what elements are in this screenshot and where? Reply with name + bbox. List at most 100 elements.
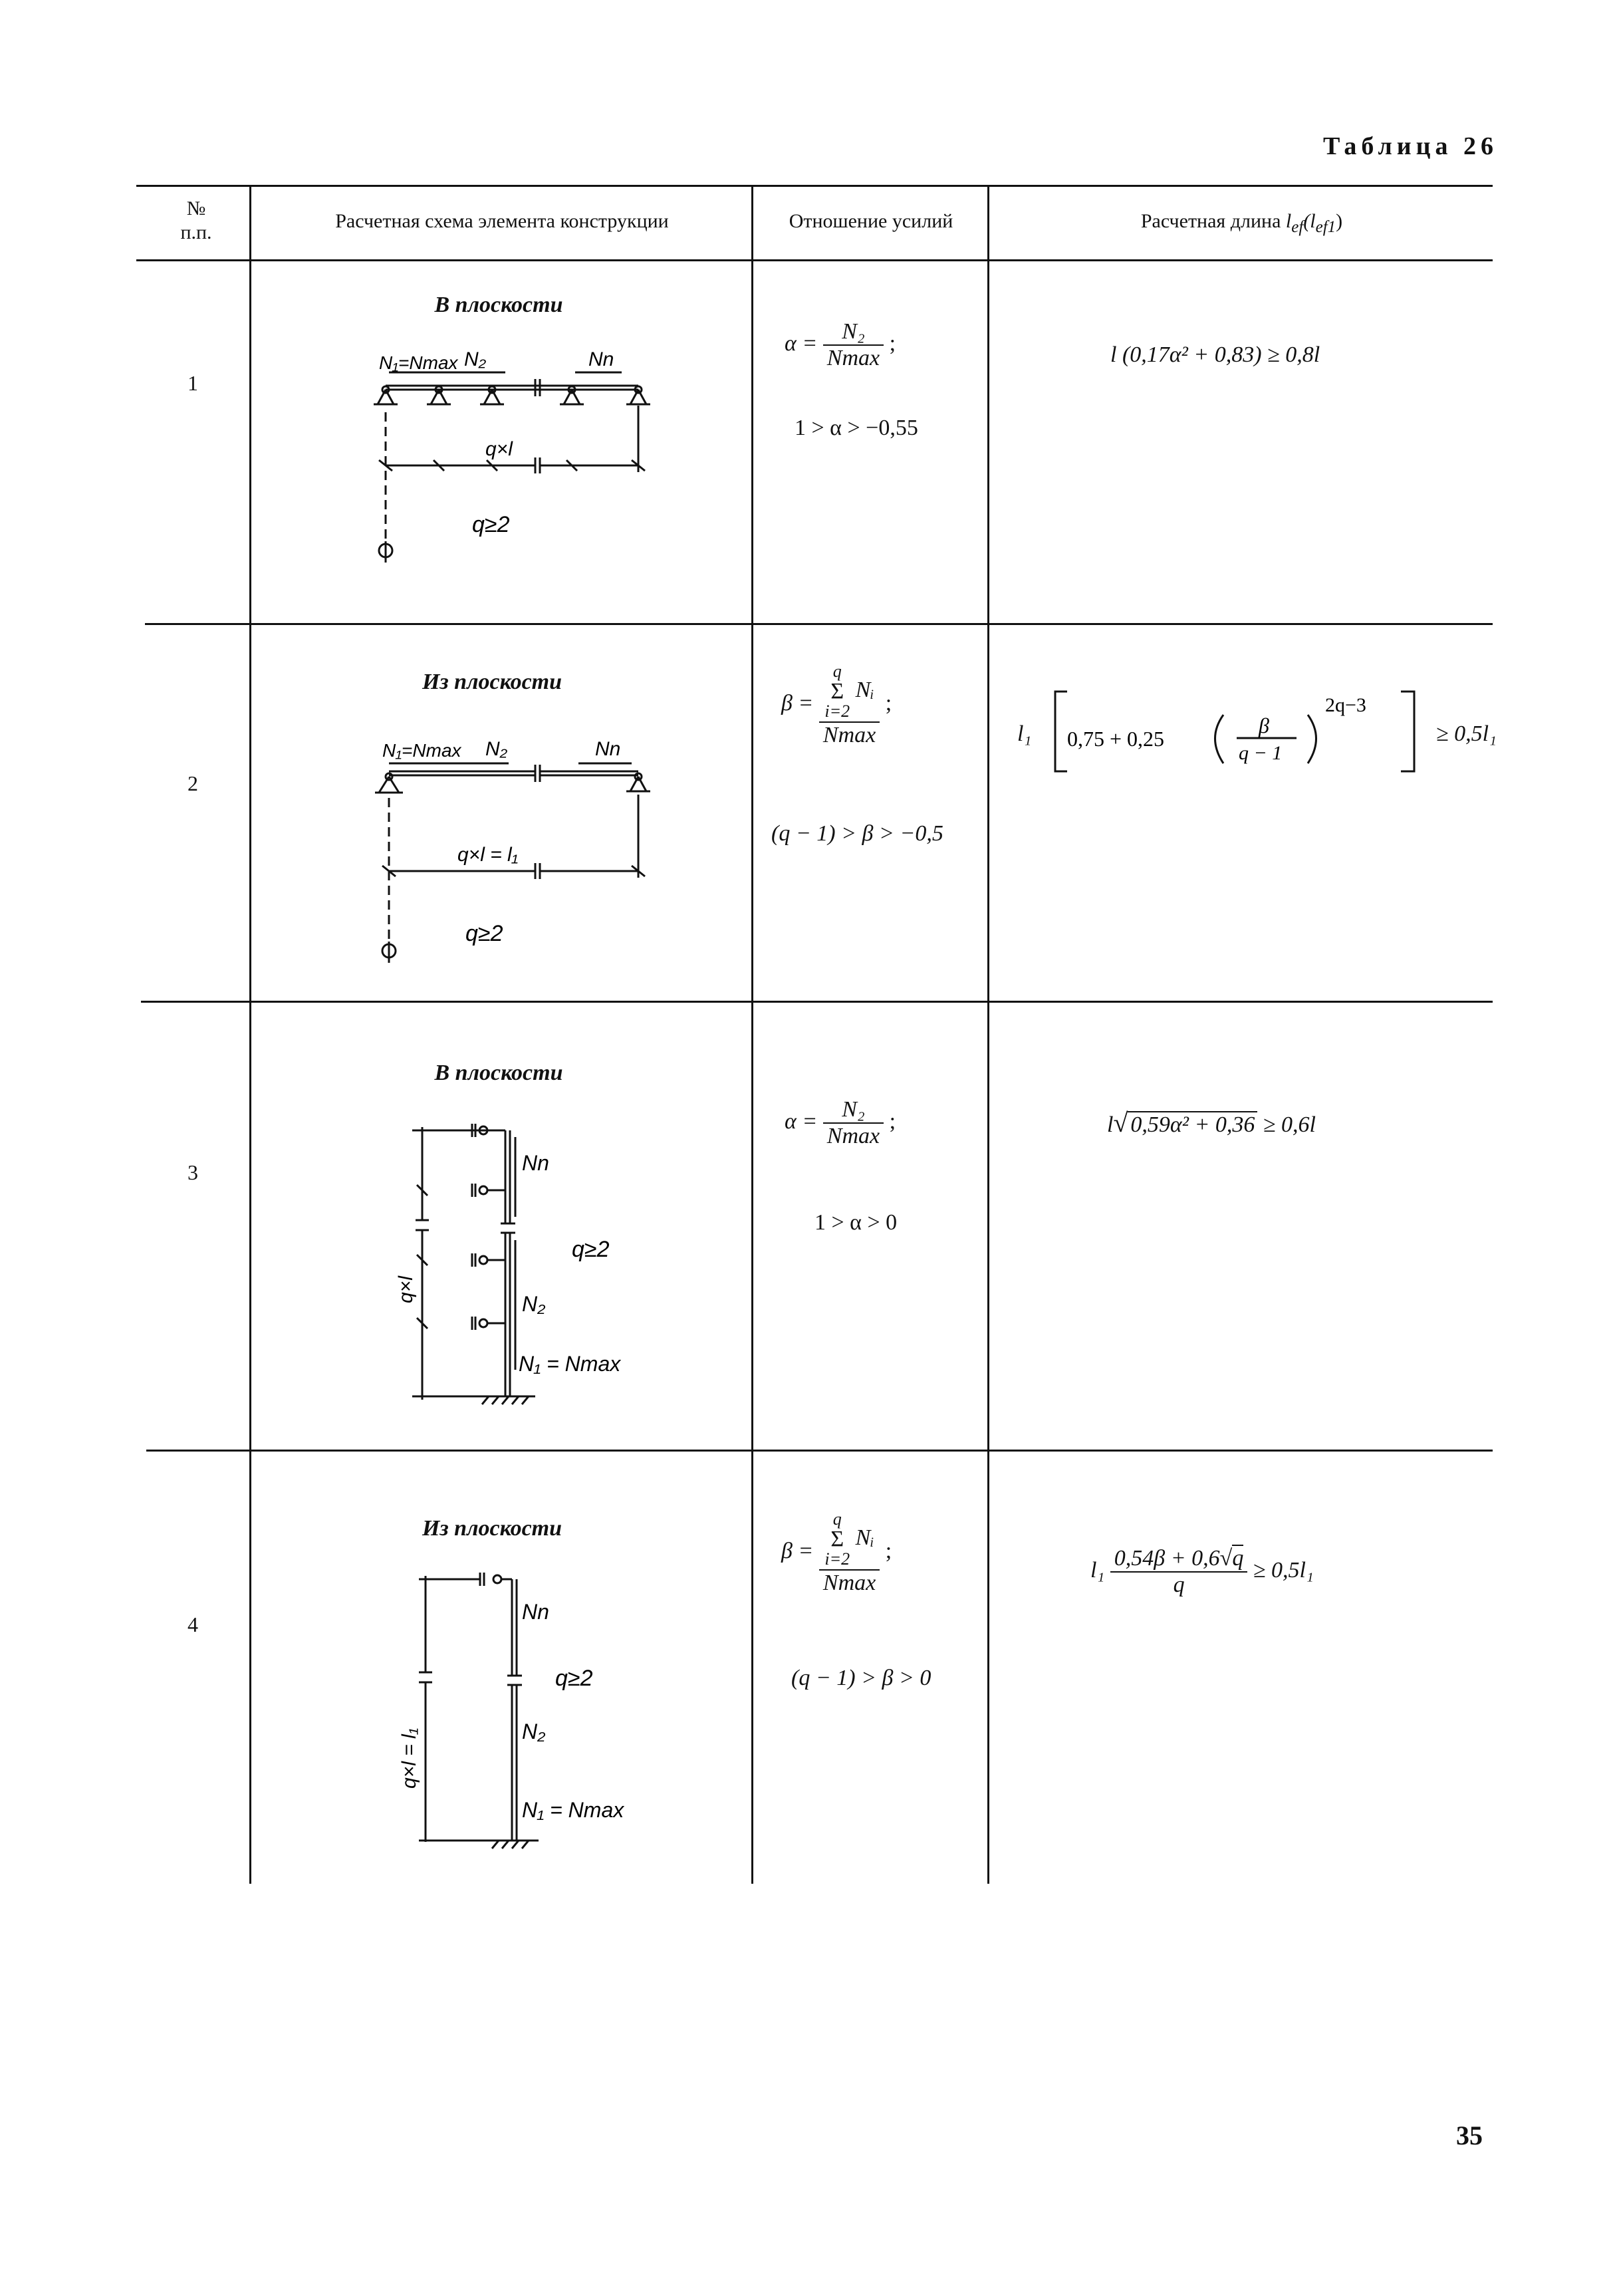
row-4-range: (q − 1) > β > 0 <box>791 1666 931 1690</box>
row-4-label-q2: q≥2 <box>555 1666 593 1691</box>
row-4-caption: Из плоскости <box>422 1516 562 1541</box>
row-3-caption: В плоскости <box>434 1061 563 1085</box>
row-1-length: l (0,17α² + 0,83) ≥ 0,8l <box>1110 342 1320 367</box>
row-4-length-fden: q <box>1173 1573 1185 1597</box>
header-num-sign: № <box>186 197 206 219</box>
row-2-label-nn: Nn <box>595 738 620 760</box>
row-2-ratio-semi: ; <box>885 690 892 715</box>
row-3-range: 1 > α > 0 <box>814 1210 898 1235</box>
row-4-ratio-den: Nmax <box>822 1571 876 1595</box>
row-4-sum-sign: Σ <box>830 1527 844 1551</box>
row-4-number: 4 <box>187 1612 198 1636</box>
row-2-scheme: N₁=Nmax N₂ Nn q×l = l₁ q≥2 <box>375 738 650 963</box>
header-ratio: Отношение усилий <box>789 210 953 232</box>
header-length-sym: l <box>1285 210 1292 232</box>
row-4-sum-top: q <box>832 1509 842 1529</box>
row-2-range: (q − 1) > β > −0,5 <box>771 821 943 846</box>
row-4-ratio-semi: ; <box>885 1538 892 1563</box>
row-3-label-n1: N₁ = Nmax <box>519 1352 621 1376</box>
row-2-length-l: l₁ <box>1017 721 1032 746</box>
row-3-ratio-lhs: α = <box>785 1108 818 1134</box>
row-1-label-nn: Nn <box>588 348 614 370</box>
page-number: 35 <box>1456 2120 1483 2150</box>
row-3-length-radicand: 0,59α² + 0,36 <box>1128 1111 1258 1137</box>
row-4-length: l₁ 0,54β + 0,6√q q ≥ 0,5l₁ <box>1090 1545 1314 1598</box>
row-divider-3 <box>146 1450 1493 1452</box>
row-1-ratio-semi: ; <box>889 330 896 356</box>
row-2-ratio-den: Nmax <box>822 723 876 747</box>
row-2-ratio-num: Nᵢ <box>855 677 874 702</box>
row-3-length-tail: ≥ 0,6l <box>1263 1112 1316 1137</box>
row-3-length: l√0,59α² + 0,36 ≥ 0,6l <box>1107 1107 1316 1138</box>
row-4-sqrt-sign: √ <box>1219 1546 1233 1571</box>
col-divider-2 <box>751 185 753 1884</box>
row-1-label-n1: N₁=Nmax <box>379 352 459 373</box>
row-4-label-ql: q×l = l₁ <box>398 1728 420 1789</box>
row-3-sqrt-sign: √ <box>1113 1108 1128 1138</box>
row-3-scheme: Nn q≥2 N₂ N₁ = Nmax q×l <box>395 1124 621 1405</box>
row-2-label-n2: N₂ <box>485 738 508 760</box>
row-4-length-fnum: 0,54β + 0,6 <box>1114 1546 1220 1571</box>
row-2-sum-sign: Σ <box>830 679 844 703</box>
row-1-label-ql: q×l <box>485 438 513 460</box>
row-1-ratio-num: N₂ <box>822 319 884 346</box>
top-rule <box>136 185 1493 187</box>
header-length-text: Расчетная длина <box>1140 210 1286 232</box>
row-4-label-nn: Nn <box>522 1600 549 1624</box>
row-3-label-q2: q≥2 <box>572 1237 610 1262</box>
row-3-length-l: l <box>1107 1112 1114 1137</box>
row-4-label-n1: N₁ = Nmax <box>522 1798 624 1822</box>
row-2-label-ql: q×l = l₁ <box>457 844 518 866</box>
row-divider-1 <box>145 623 1493 625</box>
row-2-label-q2: q≥2 <box>465 921 503 946</box>
row-1-range: 1 > α > −0,55 <box>795 416 918 440</box>
table-title: Таблица 26 <box>1323 132 1499 160</box>
row-4-label-n2: N₂ <box>522 1720 545 1743</box>
header-num-abbr: п.п. <box>180 221 212 243</box>
row-2-ratio-lhs: β = <box>781 690 814 715</box>
row-1-number: 1 <box>187 371 198 395</box>
row-2-label-n1: N₁=Nmax <box>382 740 462 761</box>
row-3-label-n2: N₂ <box>522 1292 545 1316</box>
col-divider-3 <box>987 185 989 1884</box>
row-3-ratio-den: Nmax <box>826 1124 880 1148</box>
row-2-caption: Из плоскости <box>422 670 562 694</box>
row-1-ratio-lhs: α = <box>785 330 818 356</box>
row-divider-2 <box>141 1001 1493 1003</box>
header-num: № п.п. <box>143 197 249 245</box>
header-scheme: Расчетная схема элемента конструкции <box>335 210 669 232</box>
row-1-label-n2: N₂ <box>464 348 487 370</box>
row-1-caption: В плоскости <box>434 293 563 317</box>
row-2-length-inner: 0,75 + 0,25 <box>1067 727 1164 751</box>
row-1-ratio-den: Nmax <box>826 346 880 370</box>
row-3-label-ql: q×l <box>395 1275 417 1303</box>
header-length: Расчетная длина lef(lef1) <box>991 209 1493 239</box>
row-3-number: 3 <box>187 1160 198 1184</box>
row-2-sum-bottom: i=2 <box>824 702 850 721</box>
row-4-scheme: Nn q≥2 N₂ N₁ = Nmax q×l = l₁ <box>398 1573 624 1849</box>
row-2-length-fnum: β <box>1258 713 1269 737</box>
col-divider-1 <box>249 185 251 1884</box>
row-2-length-exp: 2q−3 <box>1325 694 1366 716</box>
row-2-length-fden: q − 1 <box>1239 742 1282 764</box>
header-rule <box>136 259 1493 261</box>
row-2-brackets: 0,75 + 0,25 β q − 1 2q−3 <box>1054 690 1416 773</box>
row-1-scheme: N₁=Nmax N₂ Nn q×l q≥2 <box>374 348 650 563</box>
row-1-label-q2: q≥2 <box>472 512 510 537</box>
header-length-sym2: (l <box>1303 210 1316 232</box>
row-3-label-nn: Nn <box>522 1151 549 1175</box>
row-3-ratio-semi: ; <box>889 1108 896 1134</box>
header-length-sub2: ef1 <box>1315 218 1336 236</box>
row-4-length-tail: ≥ 0,5l₁ <box>1253 1557 1314 1583</box>
row-2-length-tail: ≥ 0,5l₁ <box>1436 721 1497 746</box>
header-length-close: ) <box>1336 210 1343 232</box>
row-4-sum-bottom: i=2 <box>824 1549 850 1569</box>
header-length-sub: ef <box>1291 218 1304 236</box>
row-2-number: 2 <box>187 771 198 795</box>
row-4-length-l: l₁ <box>1090 1557 1105 1583</box>
row-4-length-radicand: q <box>1232 1545 1244 1571</box>
